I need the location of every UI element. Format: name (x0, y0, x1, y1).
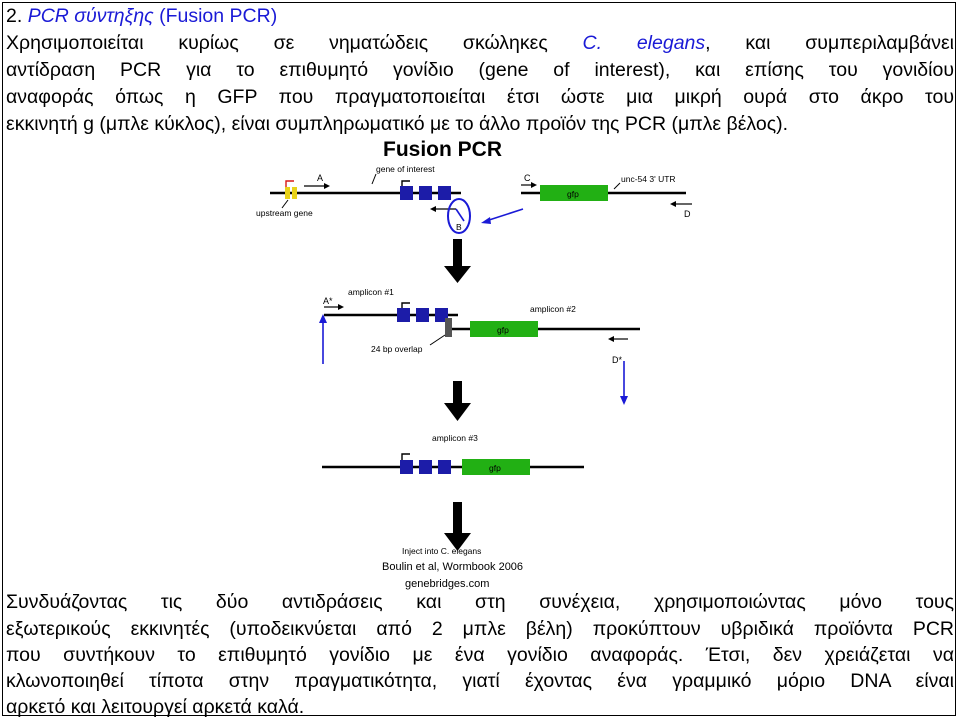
amplicon-3-exon-1 (400, 460, 413, 474)
conclusion-line-5: αρκετό και λειτουργεί αρκετά καλά. (6, 694, 954, 721)
inject-label: Inject into C. elegans (402, 546, 481, 556)
gfp-label-amplicon-2: gfp (497, 325, 509, 335)
amplicon-2-label: amplicon #2 (530, 304, 576, 314)
amplicon-3-exon-2 (419, 460, 432, 474)
nested-a-arrowhead (338, 304, 344, 310)
intro-line-1-text: Χρησιμοποιείται κυρίως σε νηματώδεις σκώ… (6, 32, 548, 54)
primer-b-tail (456, 209, 464, 221)
heading-term-english: (Fusion PCR) (159, 5, 277, 27)
upstream-gene-label: upstream gene (256, 208, 313, 218)
gene-of-interest-pointer (372, 174, 376, 184)
amplicon-1-label: amplicon #1 (348, 287, 394, 297)
section-heading: 2. PCR σύντηξης (Fusion PCR) (6, 3, 277, 29)
amplicon-1-exon-2 (416, 308, 429, 322)
conclusion-line-3: που συντήκουν το επιθυμητό γονίδιο με έν… (6, 642, 954, 669)
complementary-arrowhead (481, 217, 491, 224)
conclusion-line-4: κλωνοποιηθεί τίποτα στην πραγματικότητα,… (6, 668, 954, 695)
step-arrow-1-head (444, 266, 471, 283)
heading-number: 2. (6, 5, 22, 27)
species-name: C. elegans (583, 32, 706, 54)
amplicon-3-label: amplicon #3 (432, 433, 478, 443)
primer-a-label: A (317, 173, 323, 183)
nested-d-label: D* (612, 355, 622, 365)
amplicon-3-exon-3 (438, 460, 451, 474)
primer-c-label: C (524, 173, 531, 183)
intro-line-1-tail: , και συμπεριλαμβάνει (705, 32, 954, 54)
upstream-start-marker (286, 181, 294, 187)
primer-d-arrowhead (670, 201, 676, 207)
conclusion-line-2: εξωτερικούς εκκινητές (υποδεικνύεται από… (6, 616, 954, 643)
step-arrow-2-head (444, 403, 471, 421)
primer-d-label: D (684, 209, 691, 219)
nested-a-label: A* (323, 296, 333, 306)
gfp-label-amplicon-3: gfp (489, 463, 501, 473)
conclusion-line-1: Συνδυάζοντας τις δύο αντιδράσεις και στη… (6, 589, 954, 616)
heading-term-greek: PCR σύντηξης (28, 5, 154, 27)
overlap-label: 24 bp overlap (371, 344, 423, 354)
diagram-title: Fusion PCR (383, 138, 502, 161)
complementary-arrow (486, 209, 523, 221)
upstream-exon-1 (285, 187, 290, 199)
utr-pointer (614, 183, 620, 189)
upstream-gene-pointer (282, 200, 288, 208)
primer-a-arrowhead (324, 183, 330, 189)
intro-line-3: αναφοράς όπως η GFP που πραγματοποιείται… (6, 84, 954, 111)
step-arrow-3-shaft (453, 502, 462, 536)
primer-c-arrowhead (531, 182, 537, 188)
intro-line-4: εκκινητή g (μπλε κύκλος), είναι συμπληρω… (6, 111, 954, 138)
nested-d-arrowhead (608, 336, 614, 342)
citation-label: Boulin et al, Wormbook 2006 (382, 561, 523, 573)
goi-exon-1 (400, 186, 413, 200)
upstream-exon-2 (292, 187, 297, 199)
step-arrow-1-shaft (453, 239, 462, 269)
intro-line-1: Χρησιμοποιείται κυρίως σε νηματώδεις σκώ… (6, 30, 954, 57)
gene-of-interest-label: gene of interest (376, 164, 435, 174)
goi-exon-3 (438, 186, 451, 200)
utr-label: unc-54 3' UTR (621, 174, 676, 184)
primer-b-arrowhead (430, 206, 436, 212)
fusion-pcr-svg: Fusion PCR gene of interest A upstream g… (240, 137, 740, 592)
outer-primer-arrowhead-right (620, 396, 628, 405)
primer-b-label: B (456, 222, 462, 232)
amplicon-1-exon-1 (397, 308, 410, 322)
fusion-pcr-diagram: Fusion PCR gene of interest A upstream g… (240, 137, 740, 592)
intro-line-2: αντίδραση PCR για το επιθυμητό γονίδιο (… (6, 57, 954, 84)
goi-exon-2 (419, 186, 432, 200)
gfp-label-template: gfp (567, 189, 579, 199)
overlap-region (445, 318, 452, 337)
amplicon-3-start-marker (402, 454, 410, 460)
overlap-pointer (430, 335, 445, 345)
